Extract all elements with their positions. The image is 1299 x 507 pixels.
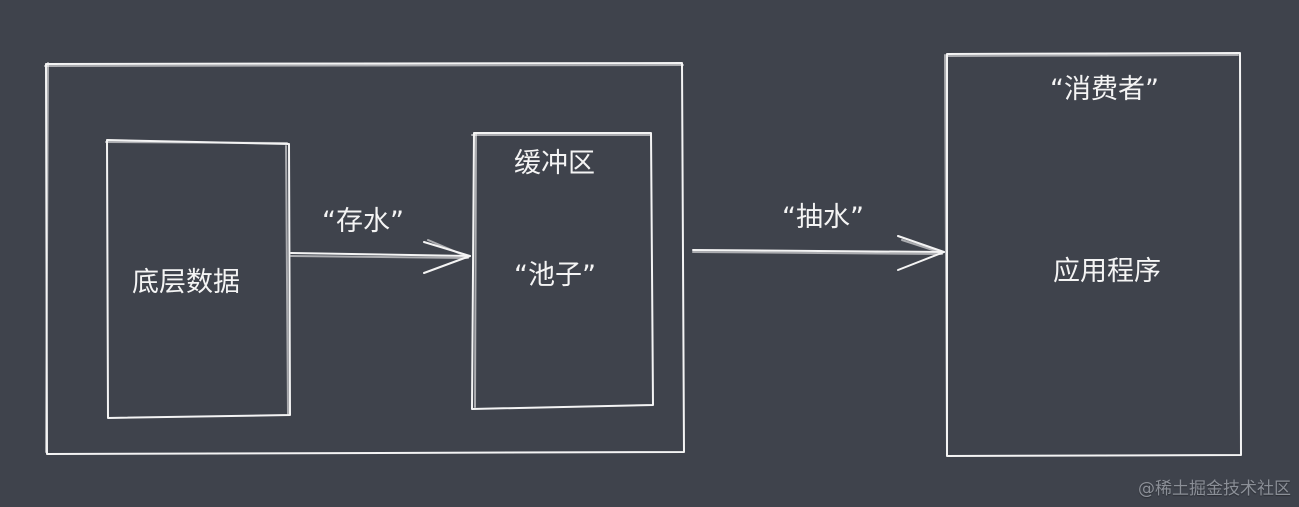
consumer-label: 应用程序 [1053,256,1161,287]
store-arrow-label: “存水” [322,206,404,237]
consumer-title: “消费者” [1050,74,1159,105]
store-arrow [290,239,471,274]
buffer-box [471,132,654,410]
source-box [105,139,291,419]
buffer-label: “池子” [514,260,596,291]
consumer-box [944,52,1242,457]
pump-arrow-label: “抽水” [782,202,864,233]
buffer-title: 缓冲区 [514,148,595,179]
source-label: 底层数据 [132,267,240,298]
outer-group-box [44,62,685,455]
pump-arrow [692,235,945,271]
watermark: @稀土掘金技术社区 [1138,479,1291,499]
